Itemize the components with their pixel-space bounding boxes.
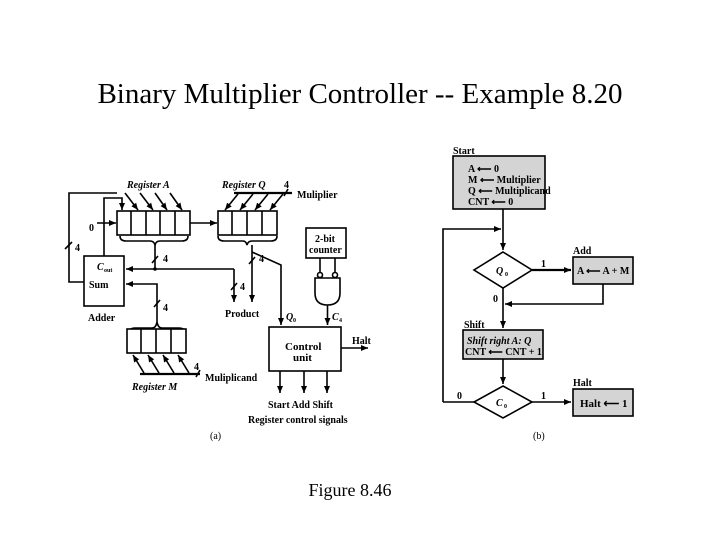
- register-a-label: Register A: [126, 180, 170, 191]
- flowchart-figure-label: (b): [533, 431, 545, 442]
- decision-c0-label: C: [496, 398, 503, 409]
- q0-label: Q: [286, 312, 293, 323]
- q0-subscript: 0: [293, 318, 296, 324]
- shift-op-2: CNT ⟵ CNT + 1: [465, 347, 542, 358]
- halt-output-label: Halt: [352, 336, 372, 347]
- register-q: Register Q 4 Muliplier: [217, 180, 338, 246]
- register-q-label: Register Q: [221, 180, 266, 191]
- control-unit: Control unit Halt Start Add Shift Regist…: [248, 326, 372, 426]
- datapath-figure-label: (a): [210, 431, 221, 442]
- start-op-1: A ⟵ 0: [468, 164, 499, 175]
- c4-subscript: 4: [339, 318, 342, 324]
- c4-label: C: [332, 312, 339, 323]
- control-signals-label: Start Add Shift: [268, 400, 334, 411]
- shift-state-title: Shift: [464, 320, 485, 331]
- zero-input-label: 0: [89, 223, 94, 234]
- multiplier-bus-width: 4: [284, 180, 289, 191]
- and-gate: C 4: [314, 271, 342, 325]
- decision-c0-subscript: 0: [504, 404, 507, 410]
- control-unit-line1: Control: [285, 341, 321, 353]
- start-op-3: Q ⟵ Multiplicand: [468, 186, 551, 197]
- add-state-box: [572, 256, 634, 285]
- register-m-label: Register M: [131, 382, 178, 393]
- bus-width-label: 4: [163, 303, 168, 314]
- shift-state-box: [462, 329, 544, 360]
- bus-width-label: 4: [259, 254, 264, 265]
- adder-cout-label: C: [97, 262, 104, 273]
- register-a: Register A: [116, 180, 191, 246]
- halt-state-box: [572, 388, 634, 417]
- adder-label: Adder: [88, 313, 116, 324]
- start-state-title: Start: [453, 146, 475, 157]
- multiplier-label: Muliplier: [297, 190, 338, 201]
- bus-width-label: 4: [163, 254, 168, 265]
- adder-cout-subscript: out: [104, 268, 112, 274]
- adder: C out Sum Adder: [83, 255, 125, 324]
- figure-caption: Figure 8.46: [308, 480, 392, 500]
- start-op-4: CNT ⟵ 0: [468, 197, 513, 208]
- multiplicand-bus-width: 4: [194, 362, 199, 373]
- decision-q0-label: Q: [496, 266, 503, 277]
- product-label: Product: [225, 309, 260, 320]
- bus-width-label: 4: [240, 282, 245, 293]
- adder-sum-label: Sum: [89, 280, 109, 291]
- datapath-diagram: Register A Register Q 4 Muliplier: [64, 180, 372, 442]
- add-state-title: Add: [573, 246, 592, 257]
- counter-label-line1: 2-bit: [315, 234, 336, 245]
- start-state-box: [452, 155, 546, 210]
- halt-op: Halt ⟵ 1: [580, 398, 628, 410]
- decision-c0: [472, 385, 534, 419]
- decision-c0-false-label: 0: [457, 391, 462, 402]
- decision-q0-true-label: 1: [541, 259, 546, 270]
- decision-c0-true-label: 1: [541, 391, 546, 402]
- shift-op-1: Shift right A: Q: [467, 336, 531, 347]
- counter-label-line2: counter: [309, 245, 342, 256]
- start-op-2: M ⟵ Multiplier: [468, 175, 541, 186]
- decision-q0-subscript: 0: [505, 272, 508, 278]
- flowchart: Start A ⟵ 0 M ⟵ Multiplier Q ⟵ Multiplic…: [442, 146, 634, 442]
- slide-title: Binary Multiplier Controller -- Example …: [97, 78, 623, 110]
- control-unit-line2: unit: [293, 352, 312, 364]
- multiplicand-label: Muliplicand: [205, 373, 258, 384]
- two-bit-counter: 2-bit counter: [305, 227, 347, 273]
- halt-state-title: Halt: [573, 378, 593, 389]
- bus-width-label: 4: [75, 243, 80, 254]
- register-m: 4 Muliplicand Register M: [126, 321, 258, 393]
- add-op: A ⟵ A + M: [577, 266, 630, 277]
- decision-q0-false-label: 0: [493, 294, 498, 305]
- register-control-signals-caption: Register control signals: [248, 415, 348, 426]
